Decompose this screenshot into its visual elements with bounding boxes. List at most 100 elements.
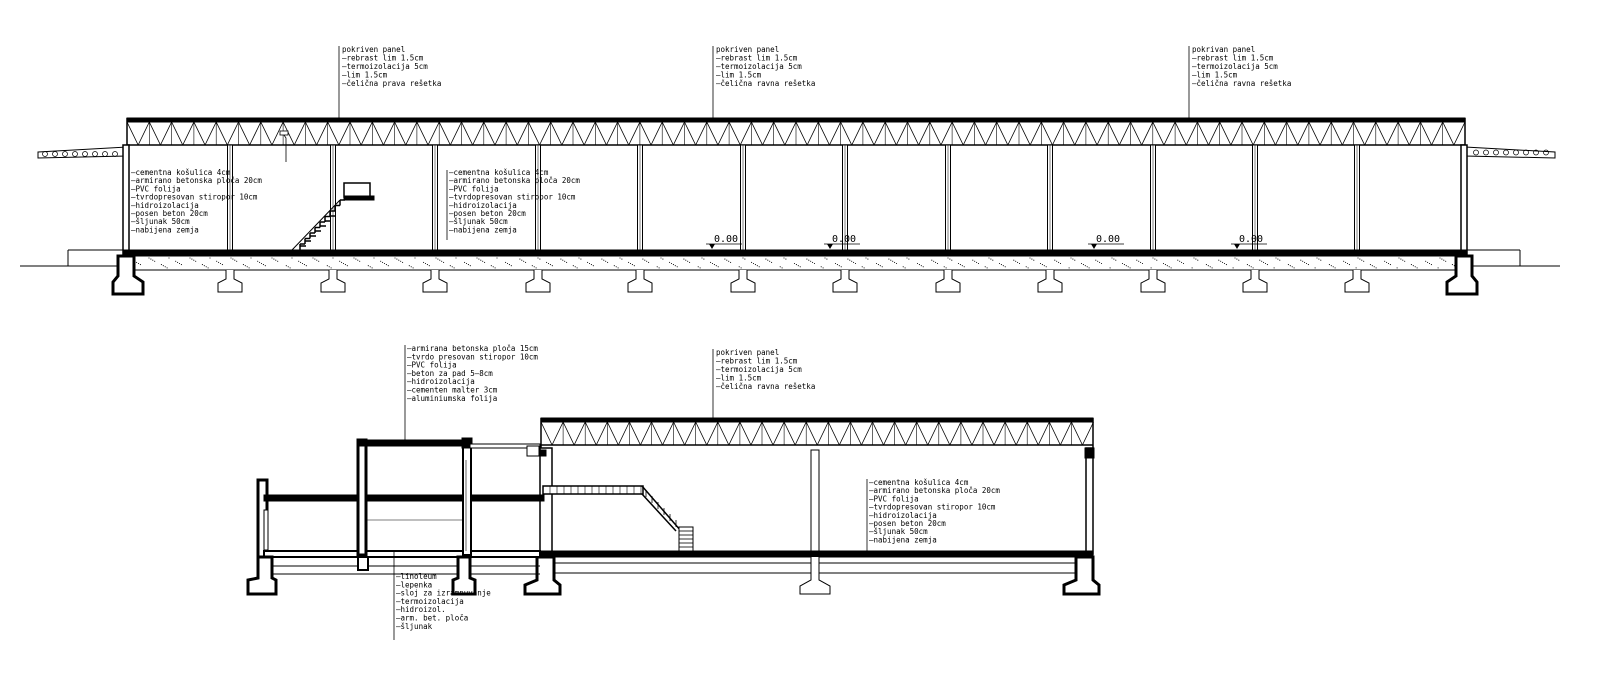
truss-diagonal	[1026, 421, 1039, 446]
note-line: –PVC folija	[131, 184, 181, 193]
gravel-dot	[1002, 265, 1004, 267]
gravel-dot	[703, 258, 705, 260]
gravel-dot	[963, 266, 965, 268]
pad-footing	[730, 270, 756, 293]
note-line: –čelična ravna rešetka	[1192, 79, 1291, 88]
gravel-dot	[287, 266, 289, 268]
truss-diagonal	[1408, 121, 1421, 146]
upper-volume-bearing	[461, 437, 473, 449]
hall-column-footing	[799, 557, 831, 595]
pad-footing	[1140, 270, 1166, 293]
truss-diagonal	[672, 121, 685, 146]
truss-diagonal	[540, 421, 553, 446]
gravel-dot	[1193, 257, 1195, 259]
gravel-dot	[1307, 264, 1309, 266]
gravel-dot	[549, 264, 551, 266]
eave-hollow-cell	[1513, 149, 1519, 156]
gravel-dot	[244, 265, 246, 267]
truss-diagonal	[126, 121, 139, 146]
gravel-dot	[221, 264, 223, 266]
truss-diagonal	[784, 121, 797, 146]
note-line: –lim 1.5cm	[716, 71, 762, 80]
eave-hollow-cell	[1483, 149, 1489, 156]
gravel-dot	[1058, 261, 1060, 263]
eave-hollow-cell	[62, 151, 68, 157]
truss-diagonal	[617, 421, 630, 446]
truss-diagonal	[862, 121, 875, 146]
truss-diagonal	[338, 121, 351, 146]
gravel-dot	[1141, 262, 1144, 265]
gravel-dot	[408, 265, 410, 267]
eave-hollow-cell	[82, 151, 88, 157]
gravel-dot	[1316, 257, 1318, 259]
gravel-dot	[1121, 262, 1124, 265]
gravel-dot	[619, 257, 621, 259]
truss-diagonal	[494, 121, 507, 146]
truss-diagonal	[1052, 121, 1064, 146]
gravel-dot	[931, 259, 933, 261]
truss-diagonal	[971, 421, 984, 446]
gravel-dot	[1015, 260, 1017, 262]
gravel-dot	[974, 260, 976, 262]
gravel-dot	[505, 261, 507, 263]
stair-stringer	[641, 493, 677, 532]
eave-hollow-cell	[52, 151, 58, 157]
stair-landing	[542, 485, 644, 495]
truss-diagonal	[394, 121, 407, 146]
gravel-dot	[367, 265, 369, 267]
truss-diagonal	[327, 121, 340, 146]
gravel-dot	[394, 257, 396, 259]
truss-diagonal	[795, 121, 808, 146]
gravel-dot	[669, 261, 671, 263]
truss-diagonal	[929, 121, 942, 146]
gravel-dot	[738, 266, 740, 268]
gravel-dot	[726, 259, 728, 261]
gravel-dot	[1164, 264, 1166, 266]
gravel-dot	[1054, 259, 1056, 261]
gravel-dot	[289, 267, 291, 269]
note-line: –armirano betonska ploča 20cm	[131, 176, 262, 185]
truss-diagonal	[650, 121, 663, 146]
note-line: –tvrdopresovan stiropor 10cm	[869, 503, 996, 512]
gravel-dot	[1129, 267, 1131, 269]
gravel-dot	[808, 259, 810, 261]
connecting-beam-support	[539, 449, 547, 457]
gravel-dot	[166, 267, 168, 269]
truss-diagonal	[993, 421, 1006, 446]
gravel-dot	[298, 260, 300, 262]
gravel-dot	[799, 266, 801, 268]
truss-diagonal	[551, 421, 564, 446]
gravel-dot	[396, 258, 398, 260]
truss-diagonal	[483, 121, 496, 146]
gravel-dot	[369, 266, 371, 268]
gravel-dot	[148, 257, 150, 259]
truss-diagonal	[1085, 121, 1098, 146]
gravel-dot	[1045, 266, 1047, 268]
note-line: –aluminiumska folija	[407, 394, 497, 403]
note-line: –tvrdopresovan stiropor 10cm	[131, 193, 258, 202]
truss-diagonal	[873, 121, 886, 146]
gravel-dot	[510, 265, 512, 267]
gravel-dot	[646, 260, 648, 262]
note-line: –termoizolacija 5cm	[1192, 62, 1278, 71]
gravel-dot	[1154, 258, 1156, 260]
gravel-dot	[1445, 260, 1447, 262]
gravel-dot	[373, 257, 375, 259]
gravel-dot	[976, 261, 978, 263]
gravel-dot	[359, 260, 361, 262]
gravel-dot	[1361, 259, 1363, 261]
truss-diagonal	[695, 421, 708, 446]
gravel-dot	[400, 260, 402, 262]
gravel-dot	[203, 265, 205, 267]
gravel-dot	[1259, 259, 1261, 261]
gravel-dot	[207, 267, 209, 269]
gravel-dot	[943, 266, 945, 268]
truss-diagonal	[940, 121, 953, 146]
gravel-dot	[840, 266, 842, 268]
gravel-dot	[531, 265, 533, 267]
gravel-dot	[1346, 262, 1349, 265]
gravel-dot	[537, 257, 539, 259]
truss-diagonal	[951, 121, 964, 146]
lower-floor-note: –linoleum–lepenka–sloj za izramnuvanje–t…	[393, 552, 491, 640]
gravel-dot	[728, 260, 730, 262]
